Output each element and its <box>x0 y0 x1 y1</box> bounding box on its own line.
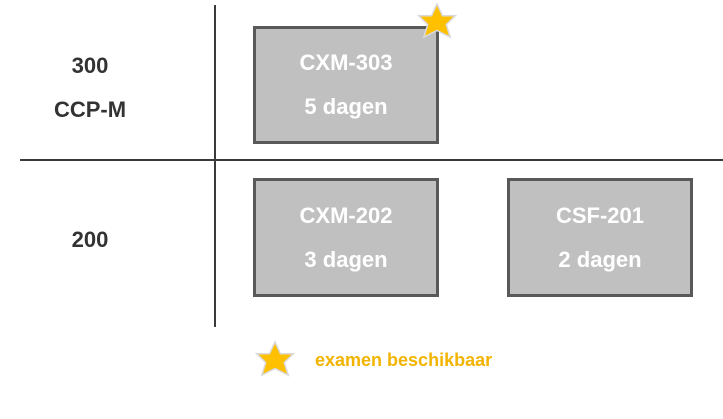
course-code: CXM-202 <box>299 202 393 228</box>
star-icon <box>416 2 458 39</box>
course-code: CSF-201 <box>555 202 645 228</box>
course-box-cxm-303[interactable]: CXM-303 5 dagen <box>253 26 439 144</box>
level-name: CCP-M <box>53 97 127 122</box>
legend-star-icon <box>254 340 296 377</box>
course-box-csf-201[interactable]: CSF-201 2 dagen <box>507 178 693 297</box>
level-number: 200 <box>71 227 109 252</box>
course-duration: 3 dagen <box>304 246 388 272</box>
course-box-cxm-202[interactable]: CXM-202 3 dagen <box>253 178 439 297</box>
level-number: 300 <box>71 53 109 78</box>
course-code: CXM-303 <box>299 50 393 75</box>
course-duration: 2 dagen <box>558 246 642 272</box>
course-duration: 5 dagen <box>304 94 388 119</box>
vertical-divider <box>214 5 216 327</box>
level-300-label: 300 CCP-M <box>20 44 160 132</box>
level-200-label: 200 <box>20 218 160 262</box>
horizontal-divider <box>20 159 723 161</box>
legend-label: examen beschikbaar <box>315 350 493 370</box>
